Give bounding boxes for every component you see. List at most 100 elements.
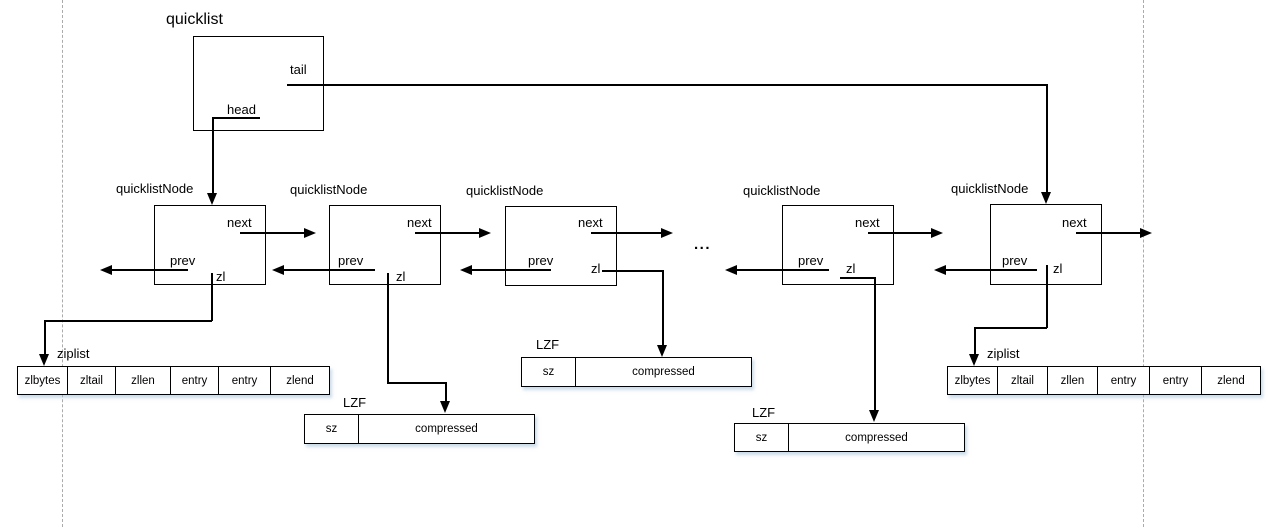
next-label-2: next (407, 215, 432, 230)
ziplist-cell: zltail (68, 367, 116, 394)
lzf-sz-cell: sz (522, 358, 576, 386)
ziplist-cell: zlbytes (948, 367, 998, 394)
quicklistnode-label-1: quicklistNode (116, 181, 194, 196)
head-arrowhead-icon (207, 193, 217, 205)
zl-pointer-4 (840, 277, 876, 279)
zl-arrowhead-icon-4 (869, 410, 879, 422)
prev-arrowhead-icon-4 (725, 265, 737, 275)
prev-label-1: prev (170, 253, 196, 268)
zl-label-2: zl (396, 269, 406, 284)
ziplist-label-left: ziplist (57, 346, 90, 361)
quicklistnode-box-4 (782, 205, 894, 285)
right-page-guide-line (1143, 0, 1144, 527)
next-pointer-3 (591, 232, 662, 234)
ziplist-cell: entry (219, 367, 271, 394)
zl-arrowhead-icon-3 (657, 345, 667, 357)
prev-pointer-3 (471, 269, 551, 271)
ziplist-label-right: ziplist (987, 346, 1020, 361)
tail-pointer-line (287, 84, 1047, 86)
next-arrowhead-icon-1 (304, 228, 316, 238)
next-pointer-2 (415, 232, 480, 234)
quicklistnode-label-2: quicklistNode (290, 182, 368, 197)
head-pointer-line (212, 117, 260, 119)
next-arrowhead-icon-3 (661, 228, 673, 238)
next-arrowhead-icon-5 (1140, 228, 1152, 238)
zl-pointer-1 (44, 320, 46, 354)
ziplist-cell: zllen (116, 367, 171, 394)
ziplist-cell: entry (1150, 367, 1202, 394)
quicklistnode-label-4: quicklistNode (743, 183, 821, 198)
zl-pointer-3 (602, 270, 664, 272)
zl-pointer-5 (1046, 265, 1048, 328)
ziplist-cell: zllen (1048, 367, 1098, 394)
zl-pointer-5 (974, 327, 1047, 329)
prev-arrowhead-icon-5 (934, 265, 946, 275)
next-pointer-4 (868, 232, 932, 234)
zl-label-5: zl (1053, 261, 1063, 276)
zl-pointer-4 (874, 277, 876, 410)
head-pointer-line (212, 117, 214, 193)
lzf-table-left: sz compressed (304, 414, 535, 444)
next-label-1: next (227, 215, 252, 230)
lzf-label-right: LZF (752, 405, 776, 420)
prev-label-4: prev (798, 253, 824, 268)
quicklistnode-label-3: quicklistNode (466, 183, 544, 198)
prev-pointer-2 (283, 269, 375, 271)
lzf-label-middle: LZF (536, 337, 560, 352)
lzf-compressed-cell: compressed (359, 415, 534, 443)
prev-arrowhead-icon-2 (272, 265, 284, 275)
zl-pointer-5 (974, 327, 976, 354)
lzf-compressed-cell: compressed (789, 424, 964, 451)
quicklistnode-box-1 (154, 205, 266, 285)
prev-pointer-5 (945, 269, 1037, 271)
next-label-4: next (855, 215, 880, 230)
ziplist-cell: entry (1098, 367, 1150, 394)
ellipsis: ... (694, 236, 712, 253)
head-label: head (227, 102, 256, 117)
ziplist-cell: zlend (1202, 367, 1260, 394)
quicklistnode-box-3 (505, 206, 617, 286)
prev-pointer-4 (736, 269, 829, 271)
zl-label-1: zl (216, 269, 226, 284)
quicklist-title: quicklist (166, 11, 223, 28)
ziplist-cell: zltail (998, 367, 1048, 394)
tail-pointer-line (1046, 84, 1048, 192)
lzf-table-middle: sz compressed (521, 357, 752, 387)
tail-label: tail (290, 62, 307, 77)
next-label-5: next (1062, 215, 1087, 230)
zl-pointer-1 (44, 320, 212, 322)
zl-pointer-1 (211, 273, 213, 321)
prev-arrowhead-icon-1 (100, 265, 112, 275)
quicklist-box (193, 36, 324, 131)
zl-pointer-2 (445, 382, 447, 401)
lzf-compressed-cell: compressed (576, 358, 751, 386)
next-pointer-5 (1076, 232, 1141, 234)
ziplist-table-left: zlbytes zltail zllen entry entry zlend (17, 366, 330, 395)
zl-arrowhead-icon-1 (39, 354, 49, 366)
zl-pointer-2 (387, 382, 447, 384)
zl-pointer-3 (662, 270, 664, 345)
next-arrowhead-icon-4 (931, 228, 943, 238)
prev-label-2: prev (338, 253, 364, 268)
zl-label-3: zl (591, 261, 601, 276)
zl-pointer-2 (387, 273, 389, 383)
prev-label-3: prev (528, 253, 554, 268)
ziplist-cell: zlbytes (18, 367, 68, 394)
lzf-sz-cell: sz (305, 415, 359, 443)
zl-arrowhead-icon-5 (969, 354, 979, 366)
ziplist-cell: entry (171, 367, 219, 394)
next-label-3: next (578, 215, 603, 230)
lzf-sz-cell: sz (735, 424, 789, 451)
quicklistnode-box-2 (329, 205, 441, 285)
ziplist-table-right: zlbytes zltail zllen entry entry zlend (947, 366, 1261, 395)
prev-label-5: prev (1002, 253, 1028, 268)
next-pointer-1 (240, 232, 305, 234)
next-arrowhead-icon-2 (479, 228, 491, 238)
quicklistnode-label-5: quicklistNode (951, 181, 1029, 196)
zl-label-4: zl (846, 261, 856, 276)
tail-arrowhead-icon (1041, 192, 1051, 204)
left-page-guide-line (62, 0, 63, 527)
prev-arrowhead-icon-3 (460, 265, 472, 275)
prev-pointer-1 (111, 269, 188, 271)
